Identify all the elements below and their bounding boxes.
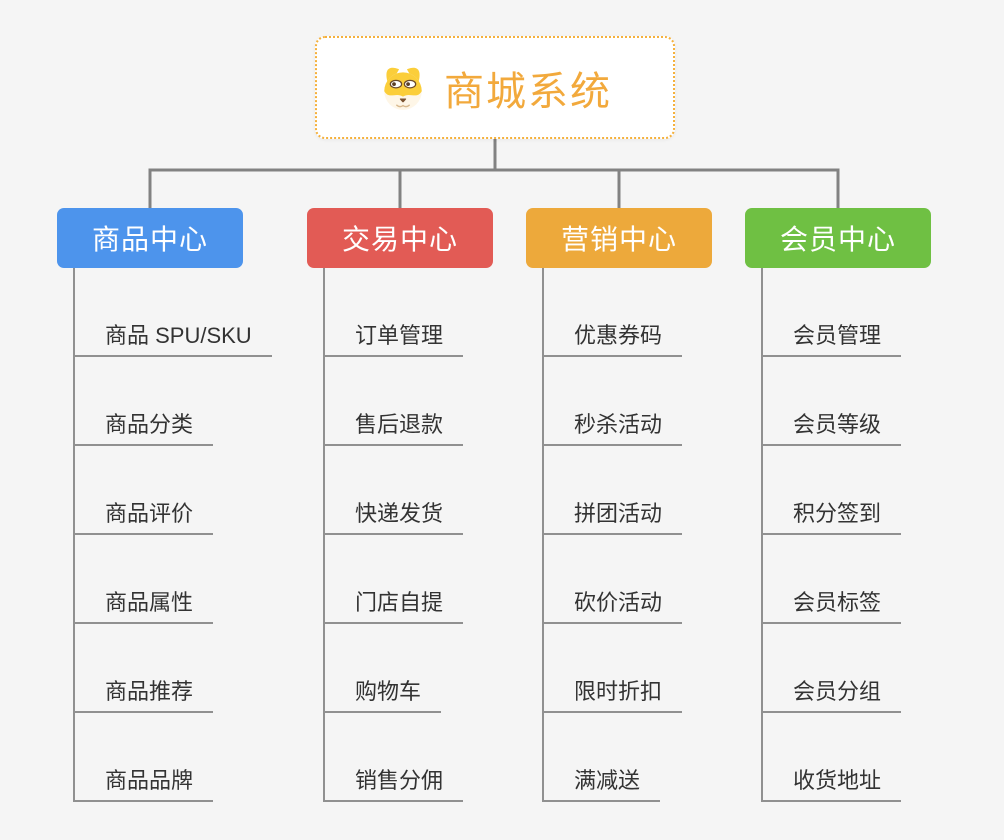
branch-member-center: 会员中心 会员管理 会员等级 积分签到 会员标签 会员分组 收货地址 bbox=[745, 208, 995, 802]
root-title: 商城系统 bbox=[444, 69, 612, 114]
branch-marketing-center: 营销中心 优惠券码 秒杀活动 拼团活动 砍价活动 限时折扣 满减送 bbox=[526, 208, 776, 802]
leaf-node[interactable]: 限时折扣 bbox=[542, 624, 683, 713]
leaf-node[interactable]: 积分签到 bbox=[761, 446, 902, 535]
leaf-node[interactable]: 商品分类 bbox=[73, 357, 214, 446]
leaf-node[interactable]: 会员管理 bbox=[761, 268, 902, 357]
branch-header-product-center[interactable]: 商品中心 bbox=[57, 208, 243, 268]
leaf-node[interactable]: 快递发货 bbox=[323, 446, 464, 535]
leaf-node[interactable]: 满减送 bbox=[542, 713, 661, 802]
leaf-node[interactable]: 销售分佣 bbox=[323, 713, 464, 802]
leaf-node[interactable]: 秒杀活动 bbox=[542, 357, 683, 446]
dog-face-icon bbox=[384, 67, 422, 110]
branch-header-marketing-center[interactable]: 营销中心 bbox=[526, 208, 712, 268]
leaf-node[interactable]: 商品属性 bbox=[73, 535, 214, 624]
branch-list: 订单管理 售后退款 快递发货 门店自提 购物车 销售分佣 bbox=[307, 268, 557, 802]
branch-list: 会员管理 会员等级 积分签到 会员标签 会员分组 收货地址 bbox=[745, 268, 995, 802]
leaf-node[interactable]: 砍价活动 bbox=[542, 535, 683, 624]
leaf-node[interactable]: 商品 SPU/SKU bbox=[73, 268, 272, 357]
branch-list: 商品 SPU/SKU 商品分类 商品评价 商品属性 商品推荐 商品品牌 bbox=[57, 268, 307, 802]
leaf-node[interactable]: 优惠券码 bbox=[542, 268, 683, 357]
leaf-node[interactable]: 收货地址 bbox=[761, 713, 902, 802]
root-node[interactable]: 商城系统 bbox=[315, 36, 675, 139]
leaf-node[interactable]: 商品推荐 bbox=[73, 624, 214, 713]
leaf-node[interactable]: 售后退款 bbox=[323, 357, 464, 446]
leaf-node[interactable]: 商品品牌 bbox=[73, 713, 214, 802]
branch-header-member-center[interactable]: 会员中心 bbox=[745, 208, 931, 268]
leaf-node[interactable]: 门店自提 bbox=[323, 535, 464, 624]
branch-header-trade-center[interactable]: 交易中心 bbox=[307, 208, 493, 268]
branch-list: 优惠券码 秒杀活动 拼团活动 砍价活动 限时折扣 满减送 bbox=[526, 268, 776, 802]
leaf-node[interactable]: 会员标签 bbox=[761, 535, 902, 624]
branch-product-center: 商品中心 商品 SPU/SKU 商品分类 商品评价 商品属性 商品推荐 商品品牌 bbox=[57, 208, 307, 802]
leaf-node[interactable]: 会员等级 bbox=[761, 357, 902, 446]
branch-trade-center: 交易中心 订单管理 售后退款 快递发货 门店自提 购物车 销售分佣 bbox=[307, 208, 557, 802]
leaf-node[interactable]: 商品评价 bbox=[73, 446, 214, 535]
leaf-node[interactable]: 拼团活动 bbox=[542, 446, 683, 535]
leaf-node[interactable]: 购物车 bbox=[323, 624, 442, 713]
leaf-node[interactable]: 会员分组 bbox=[761, 624, 902, 713]
leaf-node[interactable]: 订单管理 bbox=[323, 268, 464, 357]
